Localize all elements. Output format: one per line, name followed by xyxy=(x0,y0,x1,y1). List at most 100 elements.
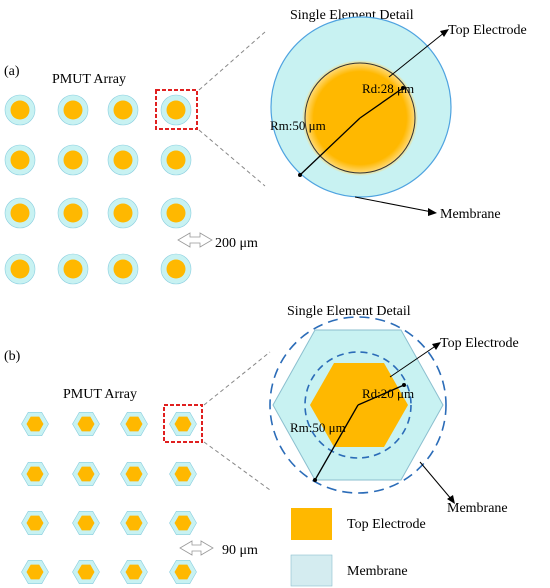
membrane-label: Membrane xyxy=(440,207,501,222)
rm-label: Rm:50 μm xyxy=(270,118,326,133)
element-electrode xyxy=(63,150,83,170)
membrane-arrowhead xyxy=(447,495,455,504)
legend: Top Electrode Membrane xyxy=(290,508,426,587)
pitch-arrow xyxy=(179,540,214,556)
pmut-element xyxy=(57,94,89,126)
rm-radius-end xyxy=(313,478,317,482)
pmut-element xyxy=(57,253,89,285)
pmut-element xyxy=(169,510,197,536)
panel-b-array-label: PMUT Array xyxy=(63,387,137,402)
element-electrode xyxy=(10,150,30,170)
element-electrode xyxy=(125,564,143,580)
pmut-element xyxy=(72,559,100,585)
element-electrode xyxy=(63,203,83,223)
element-electrode xyxy=(174,515,192,531)
pmut-element xyxy=(72,461,100,487)
pmut-element xyxy=(160,94,192,126)
top-electrode-label: Top Electrode xyxy=(448,23,527,38)
pmut-element xyxy=(4,144,36,176)
element-electrode xyxy=(77,564,95,580)
element-electrode xyxy=(166,150,186,170)
membrane-pointer xyxy=(354,196,433,213)
element-electrode xyxy=(166,100,186,120)
element-electrode xyxy=(113,259,133,279)
rd-label: Rd:20 μm xyxy=(362,386,414,401)
pmut-element xyxy=(57,197,89,229)
legend-swatch-membrane xyxy=(290,554,333,587)
element-electrode xyxy=(77,515,95,531)
pmut-element xyxy=(120,559,148,585)
panel-a-tag: (a) xyxy=(4,64,20,79)
top-electrode-pointer xyxy=(389,344,438,378)
rd-label: Rd:28 μm xyxy=(362,81,414,96)
panel-a: (a) PMUT Array 200 μm Single Element Det… xyxy=(4,8,527,285)
pmut-element xyxy=(107,253,139,285)
element-electrode xyxy=(10,100,30,120)
element-electrode xyxy=(77,416,95,432)
pmut-element xyxy=(4,94,36,126)
pmut-element xyxy=(107,144,139,176)
legend-swatch-top-electrode xyxy=(291,508,332,540)
element-electrode xyxy=(174,466,192,482)
element-electrode xyxy=(125,466,143,482)
element-electrode xyxy=(113,150,133,170)
zoom-line-bottom xyxy=(198,129,266,187)
selected-element-highlight xyxy=(163,404,203,443)
panel-b-tag: (b) xyxy=(4,349,21,364)
pitch-label: 200 μm xyxy=(215,236,258,251)
legend-label-membrane: Membrane xyxy=(347,564,408,579)
element-electrode xyxy=(26,416,44,432)
pmut-element xyxy=(21,461,49,487)
pmut-element xyxy=(72,411,100,437)
pmut-element xyxy=(4,197,36,229)
element-electrode xyxy=(125,416,143,432)
pmut-array-hexagonal xyxy=(21,411,197,585)
rm-radius-line xyxy=(299,117,361,176)
pmut-array-circular xyxy=(4,94,192,285)
pmut-element xyxy=(160,253,192,285)
element-electrode xyxy=(125,515,143,531)
element-electrode xyxy=(174,564,192,580)
element-electrode xyxy=(26,466,44,482)
pmut-element xyxy=(120,411,148,437)
panel-a-array-label: PMUT Array xyxy=(52,72,126,87)
element-electrode xyxy=(166,259,186,279)
element-electrode xyxy=(63,100,83,120)
top-electrode-pointer xyxy=(388,31,446,78)
rm-radius-line xyxy=(314,404,359,481)
rd-radius-end xyxy=(402,383,406,387)
top-electrode-arrowhead xyxy=(440,29,449,37)
pmut-element xyxy=(120,510,148,536)
element-electrode xyxy=(174,416,192,432)
membrane-label: Membrane xyxy=(447,501,508,516)
pmut-element xyxy=(107,94,139,126)
pmut-element xyxy=(57,144,89,176)
pmut-element xyxy=(4,253,36,285)
rd-radius-line xyxy=(359,87,404,119)
pitch-label: 90 μm xyxy=(222,543,258,558)
inner-dashed-circle xyxy=(304,351,412,459)
pmut-element xyxy=(169,559,197,585)
element-electrode xyxy=(77,466,95,482)
element-electrode xyxy=(63,259,83,279)
element-electrode xyxy=(113,100,133,120)
top-electrode-outline xyxy=(304,62,416,174)
element-electrode xyxy=(10,203,30,223)
top-electrode-arrowhead xyxy=(432,342,441,350)
pmut-element xyxy=(160,144,192,176)
pmut-element xyxy=(169,461,197,487)
rd-radius-line xyxy=(357,384,405,406)
top-electrode-label: Top Electrode xyxy=(440,336,519,351)
legend-label-top-electrode: Top Electrode xyxy=(347,517,426,532)
rm-radius-end xyxy=(298,173,302,177)
panel-b: (b) PMUT Array 90 μm Single Element Deta… xyxy=(4,304,519,587)
zoom-line-top xyxy=(203,351,271,406)
element-electrode xyxy=(166,203,186,223)
pmut-element xyxy=(120,461,148,487)
pmut-element xyxy=(107,197,139,229)
membrane-pointer xyxy=(419,461,453,501)
pmut-element xyxy=(21,559,49,585)
pmut-element xyxy=(160,197,192,229)
pitch-arrow xyxy=(177,232,213,248)
